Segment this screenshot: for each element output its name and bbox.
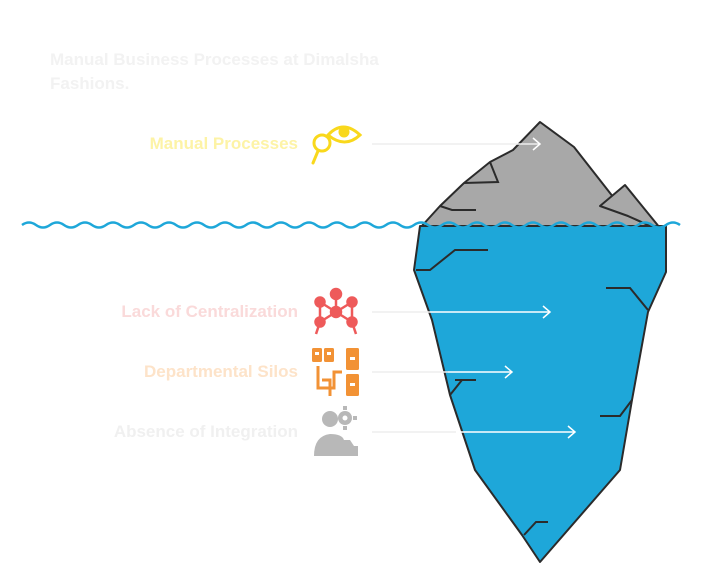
organization-blocks-icon bbox=[312, 348, 359, 396]
label-lack-of-centralization: Lack of Centralization bbox=[121, 302, 298, 321]
iceberg-body bbox=[413, 225, 667, 563]
eye-magnifier-icon bbox=[311, 125, 363, 165]
connector-departmental-silos bbox=[372, 365, 514, 379]
diagram-title: Manual Business Processes at Dimalsha Fa… bbox=[50, 50, 379, 93]
user-gear-icon bbox=[314, 406, 358, 456]
iceberg-fissures bbox=[416, 161, 649, 536]
connector-manual-processes bbox=[372, 137, 542, 151]
label-departmental-silos: Departmental Silos bbox=[144, 362, 298, 381]
label-absence-of-integration: Absence of Integration bbox=[113, 422, 298, 441]
iceberg-tip bbox=[419, 121, 656, 229]
water-line bbox=[21, 221, 681, 229]
label-manual-processes: Manual Processes bbox=[149, 134, 298, 153]
connector-lack-of-centralization bbox=[372, 305, 552, 319]
connector-absence-of-integration bbox=[372, 425, 577, 439]
atomium-network-icon bbox=[314, 287, 358, 335]
